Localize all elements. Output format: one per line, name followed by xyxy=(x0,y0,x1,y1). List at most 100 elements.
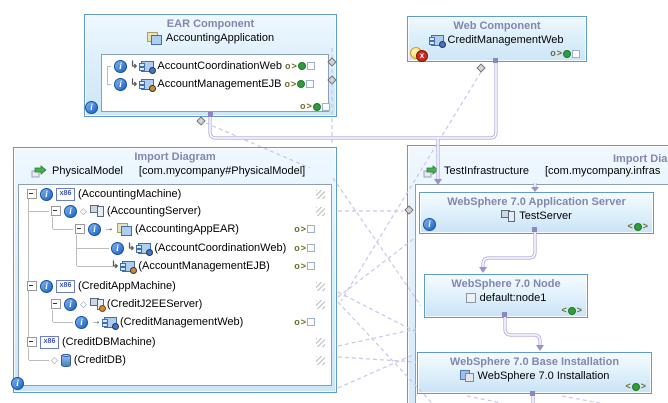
x86-machine-icon: x86 xyxy=(56,279,75,293)
square-marker xyxy=(307,225,315,233)
node-icon xyxy=(465,293,476,303)
websphere-base-install-node[interactable]: WebSphere 7.0 Base Installation WebSpher… xyxy=(417,352,652,394)
ear-child-label: AccountCoordinationWeb xyxy=(157,60,282,72)
resize-grip[interactable] xyxy=(316,206,325,216)
tree-row[interactable]: i → (CreditManagementWeb) o> xyxy=(23,314,327,330)
tree-guide-line xyxy=(107,66,111,67)
green-dot-marker xyxy=(633,222,642,231)
tree-node-label: (AccountCoordinationWeb) xyxy=(154,242,287,254)
green-dot-marker xyxy=(567,306,576,315)
web-component-icon xyxy=(102,316,119,330)
info-icon: i xyxy=(114,77,127,91)
tree-node-label: (CreditManagementWeb) xyxy=(120,316,244,328)
resize-grip[interactable] xyxy=(316,189,325,199)
resize-grip[interactable] xyxy=(316,355,325,365)
error-badge-icon: x xyxy=(416,50,428,62)
tree-row[interactable]: ↳ (AccountManagementEJB) o> xyxy=(23,258,327,274)
tree-guide-line xyxy=(29,360,49,361)
ear-application-icon xyxy=(117,223,132,236)
info-icon: i xyxy=(64,204,77,218)
pre-glyph-icon: ◇ xyxy=(51,354,58,365)
import-diagram-title: Import Dia xyxy=(613,153,668,165)
capability-marker: o> xyxy=(300,102,330,111)
info-icon[interactable]: i xyxy=(11,377,24,390)
pre-glyph-icon: → xyxy=(104,223,114,234)
resize-grip[interactable] xyxy=(316,281,325,291)
server-icon xyxy=(89,205,104,217)
resize-grip[interactable] xyxy=(316,337,325,347)
import-diagram-title: Import Diagram xyxy=(134,151,216,163)
info-icon: i xyxy=(111,241,124,255)
square-marker xyxy=(307,244,315,252)
tree-guide-line xyxy=(52,310,53,322)
tree-guide-line xyxy=(28,348,29,360)
ear-component-node[interactable]: EAR Component AccountingApplication i ↳ … xyxy=(84,14,337,117)
websphere-node-node[interactable]: WebSphere 7.0 Node default:node1 <> xyxy=(424,274,588,318)
tree-expander[interactable] xyxy=(51,299,61,309)
tree-expander[interactable] xyxy=(75,224,85,234)
import-arrow-icon xyxy=(423,164,439,178)
hosted-arrow-icon: ↳ xyxy=(130,60,139,71)
square-marker xyxy=(321,102,330,111)
import-arrow-icon xyxy=(31,164,47,178)
tree-row[interactable]: x86 (CreditDBMachine) xyxy=(23,334,327,350)
tree-node-label: (CreditJ2EEServer) xyxy=(106,298,203,310)
x86-machine-icon: x86 xyxy=(40,335,59,349)
tree-guide-line xyxy=(77,248,109,249)
info-icon: i xyxy=(64,297,77,311)
info-icon: i xyxy=(114,59,127,73)
tree-expander[interactable] xyxy=(27,337,37,347)
tree-node-label: (AccountingServer) xyxy=(106,205,202,217)
pre-glyph-icon: ↳ xyxy=(127,242,136,253)
square-marker xyxy=(306,62,315,70)
tree-row[interactable]: i ◇ (AccountingServer) xyxy=(23,203,327,219)
pre-glyph-icon: ◇ xyxy=(80,205,87,216)
ear-child-row[interactable]: i ↳ AccountCoordinationWeb o> xyxy=(106,58,324,74)
tree-guide-line xyxy=(52,217,53,229)
ear-children-compartment: i ↳ AccountCoordinationWeb o> i ↳ Accoun… xyxy=(101,54,329,112)
info-icon[interactable]: i xyxy=(423,218,436,231)
tree-expander[interactable] xyxy=(51,206,61,216)
web-component-icon xyxy=(139,60,157,74)
capability-marker: <> xyxy=(627,221,648,231)
x86-machine-icon: x86 xyxy=(56,187,75,201)
tree-node-label: (AccountingAppEAR) xyxy=(135,223,239,235)
tree-guide-line xyxy=(29,211,49,212)
tree-row[interactable]: i ↳ (AccountCoordinationWeb) o> xyxy=(23,240,327,256)
import-diagram-physicalmodel[interactable]: Import Diagram PhysicalModel [com.mycomp… xyxy=(11,147,337,393)
websphere-app-server-node[interactable]: WebSphere 7.0 Application Server TestSer… xyxy=(419,192,654,234)
model-tree-compartment: i x86 (AccountingMachine) i ◇ (Accountin… xyxy=(18,184,332,386)
server-icon xyxy=(501,210,516,222)
tree-row[interactable]: i ◇ (CreditJ2EEServer) xyxy=(23,296,327,312)
green-dot-marker xyxy=(312,102,321,111)
info-icon: i xyxy=(40,279,53,293)
web-component-node[interactable]: Web Component CreditManagementWeb x o> xyxy=(407,16,587,62)
tree-row[interactable]: i x86 (AccountingMachine) xyxy=(23,186,327,202)
capability-marker: o> xyxy=(294,317,315,327)
tree-row[interactable]: i x86 (CreditAppMachine) xyxy=(23,278,327,294)
tree-expander[interactable] xyxy=(27,281,37,291)
tree-expander[interactable] xyxy=(27,189,37,199)
pre-glyph-icon: ↳ xyxy=(111,260,120,271)
tree-row[interactable]: i → (AccountingAppEAR) o> xyxy=(23,221,327,237)
hosted-arrow-icon: ↳ xyxy=(130,78,139,89)
database-icon xyxy=(60,353,71,367)
tree-guide-line xyxy=(53,322,73,323)
tree-row[interactable]: ◇ (CreditDB) xyxy=(23,352,327,368)
web-component-title: Web Component xyxy=(453,20,541,32)
web-component-icon xyxy=(428,34,446,48)
ws-box-name: default:node1 xyxy=(479,292,547,304)
pre-glyph-icon: → xyxy=(91,316,101,327)
square-marker xyxy=(307,318,315,326)
ear-child-row[interactable]: i ↳ AccountManagementEJB o> xyxy=(106,76,324,92)
resize-grip[interactable] xyxy=(316,299,325,309)
info-icon[interactable]: i xyxy=(85,101,98,114)
model-qualifier: [com.mycompany#PhysicalModel] xyxy=(138,165,306,177)
capability-marker: o> xyxy=(285,79,315,89)
capability-marker: o> xyxy=(550,49,580,58)
tree-guide-line xyxy=(107,66,108,85)
square-marker xyxy=(306,80,315,88)
model-qualifier: [com.mycompany.infras xyxy=(544,165,661,177)
ejb-component-icon xyxy=(120,260,138,274)
